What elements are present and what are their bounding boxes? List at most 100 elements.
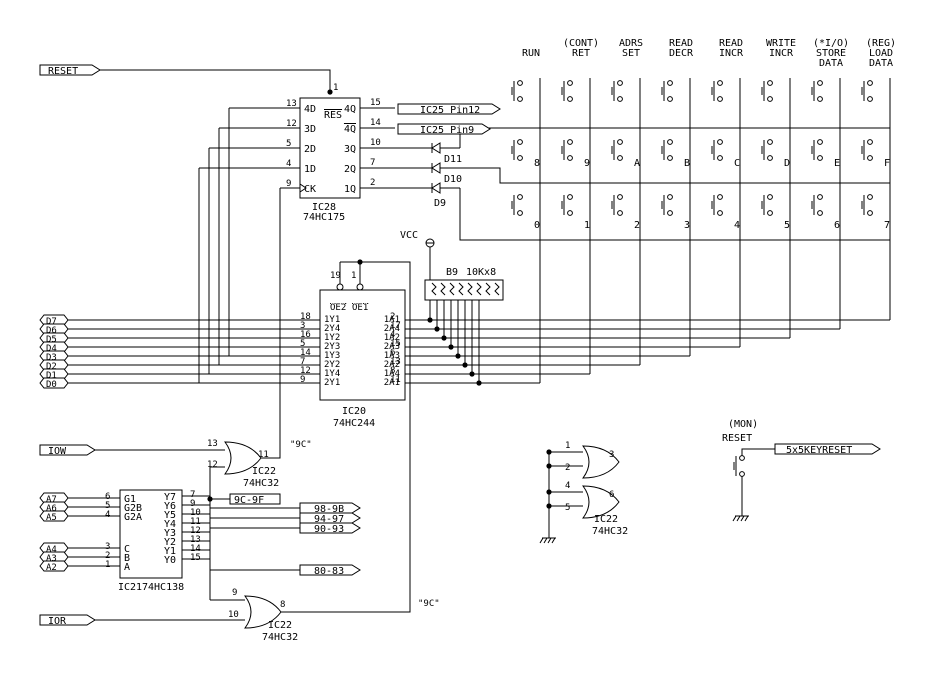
gate-tag: "9C" (418, 599, 440, 609)
ground-icon (740, 515, 745, 522)
ic21-pin-label: Y7 (164, 492, 176, 503)
decoder-out: 98-9B (314, 504, 344, 515)
key-switch-contact (517, 96, 523, 102)
key-label: LOAD (869, 48, 893, 59)
ic20-pin-num: 8 (390, 366, 395, 376)
reset-flag-flag (39, 64, 101, 76)
ic20-pin-num: 16 (300, 330, 311, 340)
key-switch-contact (767, 210, 773, 216)
key-label: INCR (719, 48, 744, 59)
resistor-icon (449, 282, 455, 296)
vcc-label: VCC (400, 230, 418, 241)
ic21-pin-label: Y1 (164, 546, 176, 557)
junction-dot (448, 344, 454, 350)
key-row2-label: 9 (584, 158, 590, 169)
data-line-D1: D1 (46, 371, 57, 381)
data-line-D5: D5 (46, 335, 57, 345)
ground-icon (732, 515, 737, 522)
resistor-icon (440, 282, 446, 296)
key-row2-label: D (784, 158, 790, 169)
resistor-icon (467, 282, 473, 296)
key-row2-label: B (684, 158, 690, 169)
key-switch-contact (867, 194, 873, 200)
wire (261, 400, 281, 459)
key-switch-contact (867, 96, 873, 102)
ic21-pin-label: B (124, 553, 130, 564)
ic20-ref: IC20 (342, 406, 366, 417)
out-9c9f-flag (229, 493, 281, 505)
key-row3-label: 0 (534, 220, 540, 231)
gate-part: 74HC32 (243, 478, 279, 489)
iow-flag-flag (39, 444, 96, 456)
gate-part: 74HC32 (592, 526, 628, 537)
ic20-pin-num: 14 (300, 348, 311, 358)
ground-icon (539, 537, 544, 544)
key-label: STORE (816, 48, 846, 59)
gate-pin: 9 (232, 588, 237, 598)
diode-d11: D11 (444, 154, 462, 165)
key-switch-contact (817, 210, 823, 216)
key-row3-label: 7 (884, 220, 890, 231)
ic20-pin-num: 3 (300, 321, 305, 331)
key-label: DATA (819, 58, 843, 69)
junction-dot (469, 371, 475, 377)
ic20-pin-label: 1A1 (384, 315, 400, 325)
resistor-icon (458, 282, 464, 296)
ic28-out-label: 2Q (344, 164, 356, 175)
ic21-pin-label: Y5 (164, 510, 176, 521)
ic28-out-num: 2 (370, 178, 375, 188)
ic21-pin-num: 10 (190, 508, 201, 518)
ic28-part: 74HC175 (303, 212, 345, 223)
ic21-pin-num: 6 (105, 492, 110, 502)
ic21-pin-label: G2A (124, 512, 142, 523)
addr-A3: A3 (46, 554, 57, 564)
data-line-D3: D3 (46, 353, 57, 363)
ic25-pin12: IC25 Pin12 (420, 105, 480, 116)
ic20-pin-num: 6 (390, 348, 395, 358)
ground-icon (744, 515, 749, 522)
ic28-pin-num: 9 (286, 179, 291, 189)
key-switch-contact (817, 80, 823, 86)
ic21-pin-num: 11 (190, 517, 201, 527)
ic20-oe1-num: 1 (351, 271, 356, 281)
gate-pin: 1 (565, 441, 570, 451)
ic21-pin-num: 12 (190, 526, 201, 536)
ic20-pin-num: 13 (390, 357, 401, 367)
ic25-pin9-flag (397, 123, 491, 135)
junction-dot (546, 489, 552, 495)
key-row3-label: 1 (584, 220, 590, 231)
ic20-pin-num: 7 (300, 357, 305, 367)
junction-dot (357, 259, 363, 265)
wire (741, 448, 775, 458)
addr-A6: A6 (46, 504, 57, 514)
key-switch-contact (567, 155, 573, 161)
junction-dot (207, 496, 213, 502)
resistor-icon (485, 282, 491, 296)
decoder-out-flag (299, 522, 361, 534)
ic21-pin-label: Y3 (164, 528, 176, 539)
wire (281, 605, 411, 613)
ic28-out-num: 14 (370, 118, 381, 128)
key-label: DATA (869, 58, 893, 69)
ground-icon (543, 537, 548, 544)
addr-A2-flag (39, 560, 69, 572)
diode-icon (431, 142, 441, 154)
ic20-pin-label: 2A4 (384, 324, 400, 334)
key-switch-contact (867, 155, 873, 161)
gate-ref: IC22 (252, 466, 276, 477)
mon-reset-switch-contact (739, 455, 745, 461)
key-switch-contact (717, 80, 723, 86)
ic28-pin-label: 4D (304, 104, 316, 115)
ic21-ref: IC21 (118, 582, 142, 593)
key-row3-label: 6 (834, 220, 840, 231)
junction-dot (546, 449, 552, 455)
key-label: SET (622, 48, 640, 59)
key-switch-contact (717, 139, 723, 145)
gate-pin: 6 (609, 490, 614, 500)
key-row3-label: 5 (784, 220, 790, 231)
key-switch-contact (517, 155, 523, 161)
ic21-pin-num: 15 (190, 553, 201, 563)
key-row2-label: C (734, 158, 740, 169)
ic20-pin-label: 2A1 (384, 378, 400, 388)
